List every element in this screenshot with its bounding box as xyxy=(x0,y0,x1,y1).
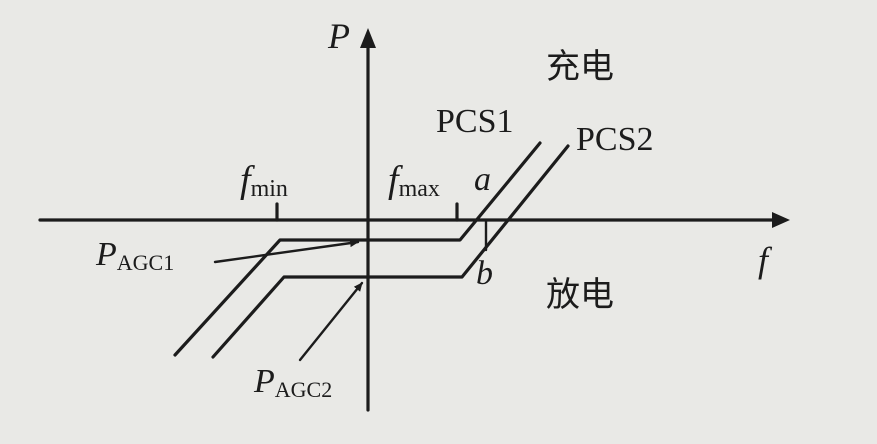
fmin-label: fmin xyxy=(240,159,288,202)
pagc2-arrow xyxy=(298,281,364,362)
pcs2-curve xyxy=(211,144,570,359)
pcs1-label: PCS1 xyxy=(436,103,514,140)
fmax-label: fmax xyxy=(388,159,440,202)
y-axis-arrow-icon xyxy=(360,28,376,48)
point-a-label: a xyxy=(474,161,491,198)
pagc1-arrow xyxy=(213,239,360,264)
pagc1-label: PAGC1 xyxy=(95,236,174,275)
discharge-label: 放电 xyxy=(546,275,614,315)
x-axis-arrow-icon xyxy=(772,212,790,228)
pcs2-label: PCS2 xyxy=(576,121,654,158)
pcs1-curve xyxy=(173,141,542,357)
pagc2-label: PAGC2 xyxy=(253,363,332,402)
x-axis-label: f xyxy=(758,240,773,280)
charge-label: 充电 xyxy=(546,47,614,87)
point-b-label: b xyxy=(476,255,493,292)
y-axis-label: P xyxy=(327,16,350,56)
